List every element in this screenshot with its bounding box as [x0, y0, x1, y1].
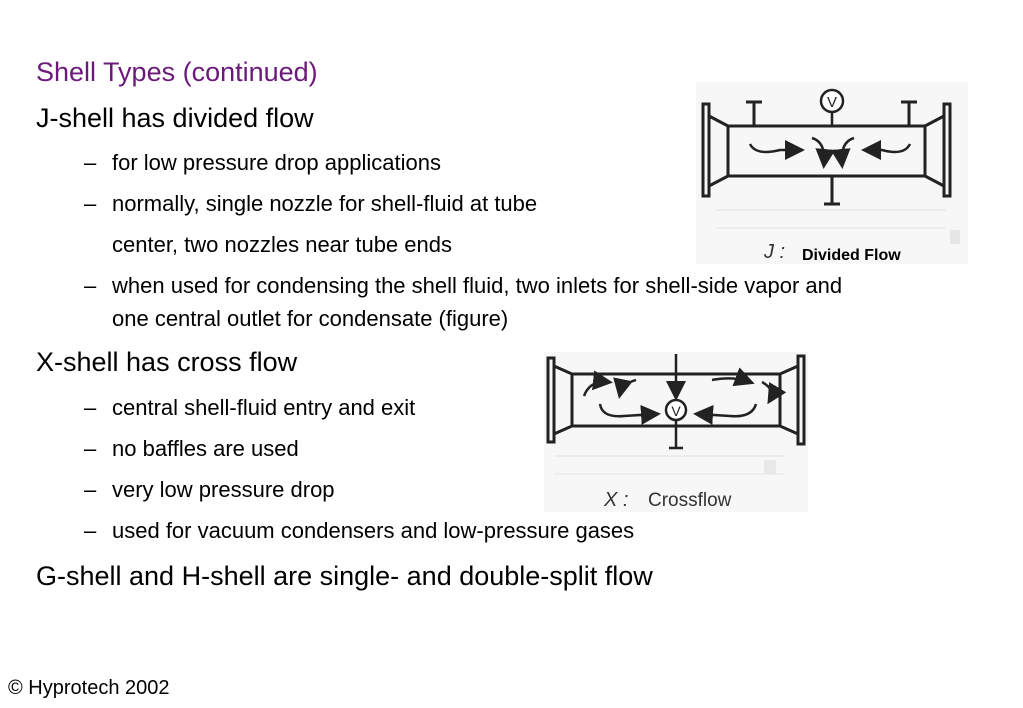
x-caption: Crossflow — [648, 490, 732, 511]
slide-title: Shell Types (continued) — [36, 57, 318, 87]
bullet-dash: – — [84, 395, 97, 420]
flow-arrow — [582, 370, 613, 397]
j-shell-heading: J-shell has divided flow — [36, 103, 314, 133]
bullet-x-2: –no baffles are used — [84, 436, 299, 461]
x-shell-diagram: V X : Crossflow — [544, 352, 808, 512]
bullet-j-2: –normally, single nozzle for shell-fluid… — [84, 191, 538, 216]
bullet-dash: – — [84, 191, 97, 216]
flow-arrow — [693, 403, 758, 425]
bullet-j-3-cont: one central outlet for condensate (figur… — [112, 306, 509, 331]
bullet-dash: – — [84, 150, 97, 175]
bullet-j-1: –for low pressure drop applications — [84, 150, 441, 175]
bullet-j-2-cont: center, two nozzles near tube ends — [112, 232, 452, 257]
bullet-dash: – — [84, 477, 97, 502]
right-flange — [796, 354, 806, 446]
bullet-x-4: –used for vacuum condensers and low-pres… — [84, 518, 635, 543]
flow-arrow — [711, 367, 755, 387]
j-shell-figure: V J : Divided Flow — [696, 82, 968, 264]
svg-text:V: V — [671, 403, 681, 419]
vent-valve-icon — [819, 88, 845, 114]
bullet-x-3: –very low pressure drop — [84, 477, 335, 502]
flow-arrow-down-left — [811, 136, 836, 169]
shell-body — [726, 124, 927, 178]
g-h-shell-heading: G-shell and H-shell are single- and doub… — [36, 561, 653, 591]
right-flange — [942, 102, 952, 198]
flow-arrow-left — [748, 140, 805, 160]
bullet-x-1: –central shell-fluid entry and exit — [84, 395, 416, 420]
flow-arrow — [761, 380, 787, 405]
bullet-dash: – — [84, 273, 97, 298]
svg-text:J :: J : — [763, 241, 785, 263]
j-shell-diagram: V J : Divided Flow — [696, 82, 968, 264]
flow-arrow — [598, 403, 661, 425]
copyright-footer: © Hyprotech 2002 — [8, 677, 170, 699]
left-flange — [546, 356, 556, 444]
svg-text:X :: X : — [603, 489, 628, 511]
svg-text:V: V — [827, 94, 837, 111]
flow-arrow-down-right — [830, 136, 855, 169]
bullet-dash: – — [84, 518, 97, 543]
x-shell-heading: X-shell has cross flow — [36, 347, 298, 377]
bullet-dash: – — [84, 436, 97, 461]
x-shell-figure: V X : Crossflow — [544, 352, 808, 512]
j-caption: Divided Flow — [802, 247, 901, 264]
flow-arrow — [613, 377, 637, 399]
bullet-j-3: –when used for condensing the shell flui… — [84, 273, 843, 298]
left-flange — [701, 102, 711, 198]
flow-arrow-right — [861, 140, 912, 160]
